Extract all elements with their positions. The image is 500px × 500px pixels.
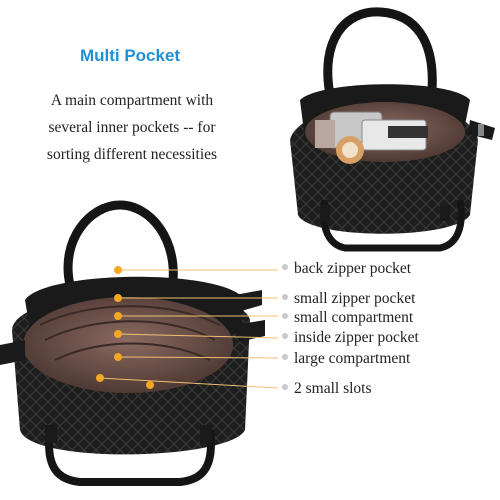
pocket-label: large compartment bbox=[294, 350, 411, 367]
pocket-marker bbox=[114, 294, 122, 302]
pocket-label: small zipper pocket bbox=[294, 290, 416, 307]
feature-description: A main compartment with several inner po… bbox=[22, 87, 242, 168]
pocket-label-item: 2 small slots bbox=[282, 380, 372, 398]
leader-line bbox=[117, 356, 279, 359]
description-line: sorting different necessities bbox=[46, 146, 218, 163]
bullet-icon bbox=[282, 264, 288, 271]
description-line: A main compartment with bbox=[50, 92, 214, 109]
description-line: several inner pockets -- for bbox=[48, 119, 216, 136]
bullet-icon bbox=[282, 384, 288, 391]
bullet-icon bbox=[282, 354, 288, 361]
pocket-label-item: small compartment bbox=[282, 309, 413, 327]
pocket-label-item: back zipper pocket bbox=[282, 260, 411, 278]
pocket-marker bbox=[96, 374, 104, 382]
leader-line bbox=[117, 333, 279, 339]
pocket-marker bbox=[114, 330, 122, 338]
pocket-label-item: small zipper pocket bbox=[282, 290, 415, 308]
pocket-label: 2 small slots bbox=[294, 380, 372, 397]
pocket-label-item: inside zipper pocket bbox=[282, 329, 419, 347]
pocket-callouts bbox=[96, 266, 279, 389]
bottom-bag bbox=[0, 200, 265, 486]
pocket-label-item: large compartment bbox=[282, 350, 410, 368]
bullet-icon bbox=[282, 313, 288, 320]
pocket-label: inside zipper pocket bbox=[294, 329, 419, 346]
bullet-icon bbox=[282, 333, 288, 340]
bullet-icon bbox=[282, 294, 288, 301]
pocket-marker bbox=[114, 312, 122, 320]
top-bag bbox=[290, 7, 495, 252]
leader-line bbox=[99, 377, 279, 389]
pocket-marker bbox=[146, 381, 154, 389]
pocket-marker bbox=[114, 353, 122, 361]
page-title: Multi Pocket bbox=[79, 46, 181, 65]
pocket-label: back zipper pocket bbox=[294, 260, 412, 277]
pocket-label: small compartment bbox=[294, 309, 414, 326]
pocket-marker bbox=[114, 266, 122, 274]
